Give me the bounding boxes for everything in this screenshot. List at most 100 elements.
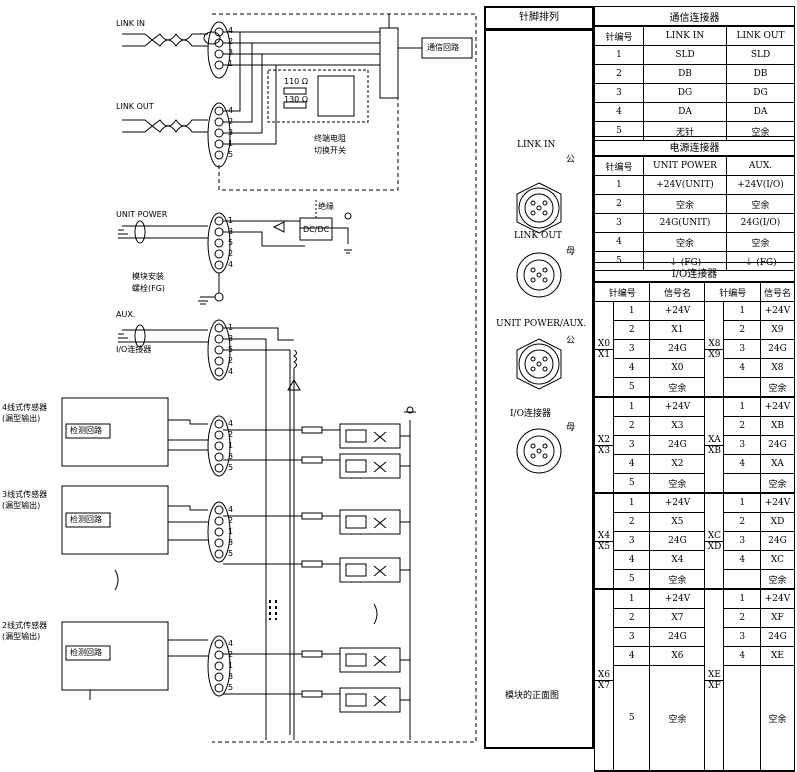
link-in-caption: LINK IN — [517, 140, 556, 150]
table-cell: X3 — [649, 416, 706, 436]
table-cell: 1 — [723, 492, 761, 513]
table-cell: 5 — [612, 569, 651, 590]
table-cell: 2 — [612, 608, 651, 628]
resistor-110-label: 110 Ω — [284, 77, 308, 86]
unit-power-aux-caption: UNIT POWER/AUX. — [496, 319, 587, 329]
table-cell — [723, 569, 761, 590]
table-cell: 24G — [649, 339, 706, 359]
table-cell: 24G — [649, 531, 706, 551]
table-cell: 空余 — [759, 473, 796, 494]
table-cell: 空余 — [759, 665, 796, 772]
table-cell: 24G — [759, 435, 796, 455]
table-cell: 4 — [594, 102, 644, 122]
pin-number: 3 — [228, 672, 234, 681]
table-cell: 空余 — [649, 569, 706, 590]
table-cell: 4 — [723, 646, 761, 666]
table-cell: XA — [759, 454, 796, 474]
table-cell: 24G — [649, 435, 706, 455]
pin-number: 5 — [228, 549, 234, 558]
table-cell: XD — [759, 512, 796, 532]
table-cell — [723, 377, 761, 398]
io-connector-caption: I/O连接器 — [510, 409, 551, 419]
pin-number: 3 — [228, 334, 234, 343]
table-header: LINK OUT — [726, 25, 795, 46]
group-signal: X7 — [595, 679, 613, 691]
table-cell — [723, 473, 761, 494]
table-cell: 1 — [723, 396, 761, 417]
table-cell: X6 — [649, 646, 706, 666]
table-cell: 4 — [612, 550, 651, 570]
table-cell: XF — [759, 608, 796, 628]
group-signal: X0 — [597, 338, 611, 349]
pin-number: 3 — [228, 452, 234, 461]
pin-number: 5 — [228, 238, 234, 247]
unit-power-aux-gender: 公 — [566, 336, 576, 346]
table-cell: 3 — [723, 435, 761, 455]
table-cell: 3 — [723, 339, 761, 359]
table-cell: +24V — [759, 492, 796, 513]
mount-bolt-label-1: 模块安装 — [132, 272, 164, 281]
table-cell: 2 — [594, 194, 644, 214]
connector-faces — [516, 182, 562, 474]
pin-number: 3 — [228, 128, 234, 137]
table-cell: 1 — [594, 45, 644, 65]
table-cell: X0 — [649, 358, 706, 378]
pin-number: 5 — [228, 463, 234, 472]
table-cell: XB — [759, 416, 796, 436]
table-cell: 24G(UNIT) — [643, 213, 727, 233]
pin-number: 2 — [228, 430, 234, 439]
pin-number: 1 — [228, 661, 234, 670]
table-cell: 2 — [723, 512, 761, 532]
table-cell: +24V — [759, 588, 796, 609]
table-cell: DG — [726, 83, 795, 103]
table-cell: 1 — [723, 301, 761, 321]
pin-number: 2 — [228, 37, 234, 46]
table-cell: 2 — [594, 64, 644, 84]
pin-number: 2 — [228, 516, 234, 525]
table-cell: +24V — [759, 301, 796, 321]
pin-number: 3 — [228, 227, 234, 236]
link-in-face-icon — [516, 182, 562, 234]
table-header: 信号名 — [759, 281, 796, 302]
group-signal: X6 — [597, 669, 611, 680]
table-cell: 1 — [612, 396, 651, 417]
table-header: UNIT POWER — [643, 155, 727, 176]
table-cell: +24V — [649, 396, 706, 417]
table-cell: 24G — [759, 339, 796, 359]
pin-number: 1 — [228, 323, 234, 332]
link-out-label: LINK OUT — [116, 102, 154, 111]
pin-number: 3 — [228, 538, 234, 547]
table-cell: +24V — [649, 588, 706, 609]
table-cell: 空余 — [759, 569, 796, 590]
sensor4-label-1: 4线式传感器 — [2, 403, 48, 412]
table-cell: 空余 — [643, 194, 727, 214]
group-signal: X8 — [708, 338, 721, 349]
table-cell — [723, 665, 761, 772]
table-cell: XE — [759, 646, 796, 666]
pin-panel-header: 针脚排列 — [486, 8, 592, 31]
table-cell: 4 — [723, 550, 761, 570]
table-cell: 2 — [723, 320, 761, 340]
